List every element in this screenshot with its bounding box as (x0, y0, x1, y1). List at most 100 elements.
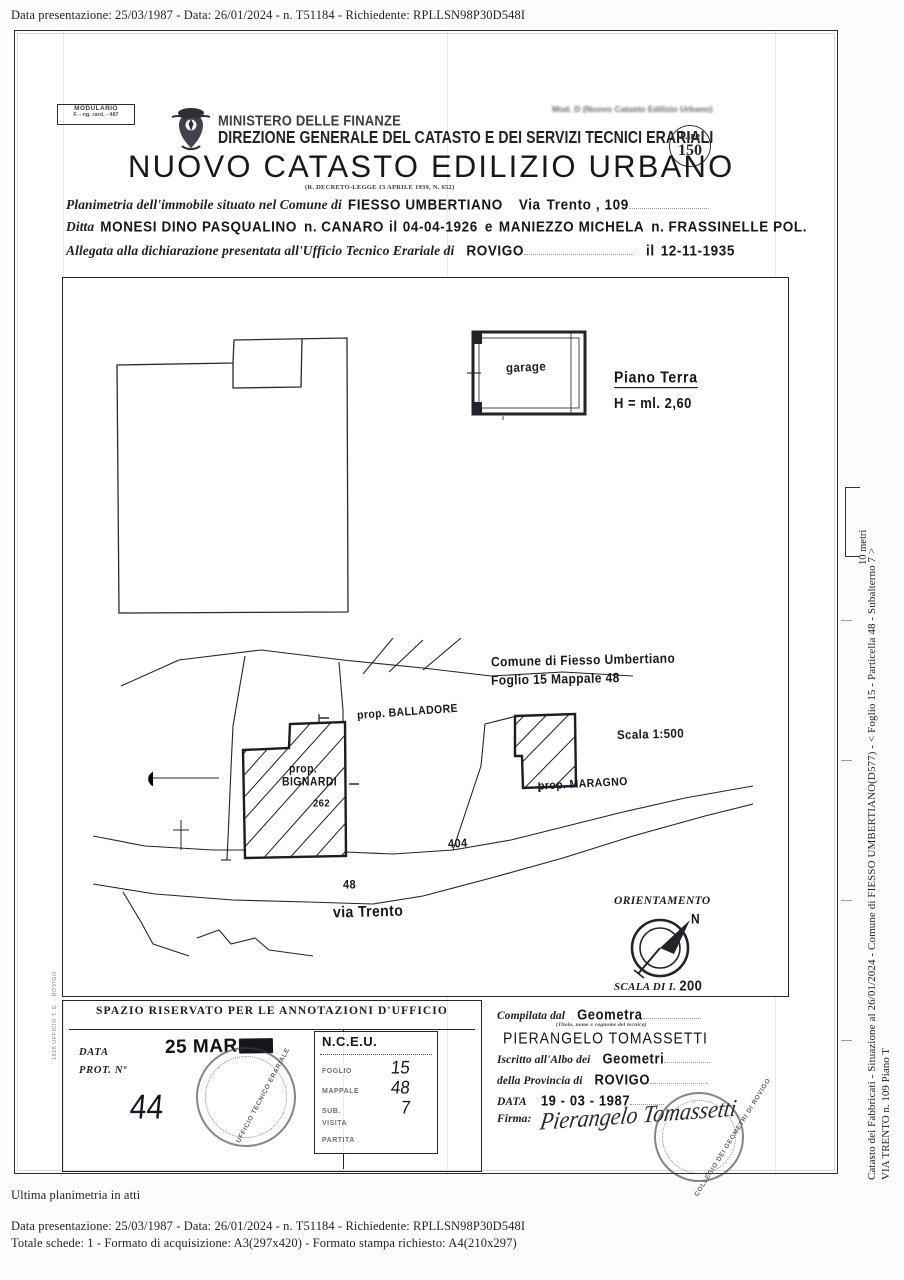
building-48-hatched (241, 714, 359, 860)
orientation-scale: SCALA DI I. 200 (614, 977, 703, 994)
nceu-value: 48 (389, 1077, 412, 1098)
site-foglio-caption: Foglio 15 Mappale 48 (490, 669, 620, 689)
orientation-title: ORIENTAMENTO (614, 895, 711, 907)
lire-stamp: Lire 150 (669, 125, 711, 167)
compiler-row-provincia: della Provincia di ROVIGO (497, 1071, 709, 1088)
scale-bar-label: 10 metri (858, 529, 869, 565)
office-divider-horizontal (69, 1029, 475, 1030)
allegata-date-value: 12-11-1935 (660, 242, 735, 259)
nceu-row: PARTITA (322, 1137, 432, 1144)
parcel-48-label: 48 (343, 878, 357, 892)
nceu-title: N.C.E.U. (322, 1034, 378, 1049)
ditta-label: Ditta (66, 219, 95, 234)
nceu-key: FOGLIO (322, 1068, 352, 1075)
office-round-stamp (196, 1047, 296, 1147)
nceu-row: FOGLIO 15 (322, 1057, 432, 1078)
office-prot-value: 44 (128, 1088, 166, 1127)
albo-label: Iscritto all'Albo dei (497, 1054, 591, 1066)
compiler-data-label: DATA (497, 1096, 527, 1108)
prop-bignardi-label-1: prop. (289, 762, 318, 776)
modulario-line-1: MODULARIO (74, 105, 118, 112)
planimetria-via-value: Trento , 109 (546, 196, 629, 213)
parcel-262-label: 262 (313, 797, 331, 810)
italian-republic-crest-icon (171, 108, 211, 151)
modulario-line-2: F. - ng. rard. - 487 (73, 111, 119, 118)
firma-label: Firma: (497, 1113, 532, 1125)
nceu-table: N.C.E.U. FOGLIO 15 MAPPALE 48 SUB. 7 VIS… (314, 1031, 438, 1154)
right-vertical-caption-2: VIA TRENTO n. 109 Piano T (880, 1047, 892, 1180)
planimetria-label: Planimetria dell'immobile situato nel Co… (66, 197, 342, 212)
compiler-data-value: 19 - 03 - 1987 (540, 1092, 631, 1109)
piano-terra-label: Piano Terra (614, 368, 698, 389)
form-row-planimetria: Planimetria dell'immobile situato nel Co… (66, 196, 709, 213)
form-row-allegata: Allegata alla dichiarazione presentata a… (66, 242, 735, 259)
nceu-row: MAPPALE 48 (322, 1077, 432, 1098)
allegata-label: Allegata alla dichiarazione presentata a… (66, 243, 455, 258)
orientation-scale-label: SCALA DI I. (614, 981, 677, 993)
north-letter-label: N (691, 910, 700, 928)
office-side-print: 1828 UFFICIO T. E. - ROVIGO (52, 971, 58, 1060)
ditta-n-label-2: n. (651, 218, 665, 235)
building-right-hatched (513, 712, 578, 792)
ceiling-height-value: H = ml. 2,60 (614, 395, 692, 412)
ministry-title: MINISTERO DELLE FINANZE (218, 112, 401, 129)
decree-reference: (R. DECRETO-LEGGE 13 APRILE 1939, N. 652… (305, 184, 455, 191)
document-main-title: NUOVO CATASTO EDILIZIO URBANO (128, 148, 735, 185)
form-model-note: Mod. D (Nuovo Catasto Edilizio Urbano) (552, 104, 713, 114)
ditta-n-label-1: n. (303, 218, 318, 235)
direzione-title: DIREZIONE GENERALE DEL CATASTO E DEI SER… (218, 129, 714, 148)
nceu-value: 15 (389, 1057, 412, 1078)
lire-amount: 150 (678, 142, 702, 159)
nceu-key: PARTITA (322, 1137, 355, 1144)
compiler-row-data: DATA 19 - 03 - 1987 (497, 1092, 665, 1109)
modulario-stamp: MODULARIO F. - ng. rard. - 487 (57, 104, 135, 125)
office-prot-label: PROT. Nº (79, 1065, 128, 1076)
allegata-il-label: il (645, 242, 655, 259)
garage-block-drawing (467, 330, 587, 420)
nceu-divider (320, 1054, 432, 1055)
form-row-ditta: Ditta MONESI DINO PASQUALINO n. CANARO i… (66, 218, 807, 235)
scale-bar-graphic (845, 487, 860, 557)
allegata-ufficio-value: ROVIGO (466, 242, 524, 259)
header-metadata-line: Data presentazione: 25/03/1987 - Data: 2… (11, 8, 526, 22)
nceu-key: MAPPALE (322, 1088, 360, 1095)
orientation-scale-value: 200 (679, 977, 703, 994)
surveyor-round-stamp (654, 1092, 744, 1182)
provincia-value: ROVIGO (594, 1071, 651, 1088)
cadastral-site-sketch (93, 638, 753, 957)
ditta-birthdate-1: 04-04-1926 (402, 218, 478, 235)
ditta-name-2: MANIEZZO MICHELA (498, 218, 645, 235)
compiler-row-albo: Iscritto all'Albo dei Geometri (497, 1050, 711, 1067)
ditta-birthplace-1: CANARO (321, 218, 385, 235)
floor-plan-room-outline (116, 337, 349, 614)
ditta-name-1: MONESI DINO PASQUALINO (100, 218, 297, 235)
street-name-label: via Trento (332, 901, 404, 921)
planimetria-comune-value: FIESSO UMBERTIANO (347, 196, 503, 213)
footer-note: Ultima planimetria in atti (11, 1188, 141, 1202)
ditta-il-label-1: il (389, 218, 398, 235)
compiler-row-title: Compilata dal Geometra (497, 1006, 701, 1023)
garage-label: garage (505, 360, 547, 376)
nceu-key: VISITA (322, 1120, 348, 1127)
nceu-row: VISITA (322, 1120, 432, 1127)
nceu-key: SUB. (322, 1108, 341, 1115)
compass-rose-icon (630, 918, 690, 979)
provincia-label: della Provincia di (497, 1075, 583, 1087)
footer-metadata-line-1: Data presentazione: 25/03/1987 - Data: 2… (11, 1219, 526, 1233)
drawing-area: garage Piano Terra H = ml. 2,60 (62, 277, 789, 997)
nceu-value: 7 (399, 1097, 412, 1118)
site-scala-caption: Scala 1:500 (616, 727, 685, 743)
compilata-label: Compilata dal (497, 1010, 566, 1022)
nceu-row: SUB. 7 (322, 1097, 432, 1118)
orientation-block: ORIENTAMENTO (614, 895, 734, 907)
parcel-404-label: 404 (447, 836, 468, 852)
prop-bignardi-label-2: BIGNARDI (282, 775, 338, 789)
ceiling-height-label: H = ml. 2,60 (614, 395, 692, 412)
compilata-value: Geometra (577, 1006, 643, 1023)
planimetria-via-label: Via (518, 196, 541, 213)
office-data-label: DATA (79, 1047, 109, 1058)
compiler-name: PIERANGELO TOMASSETTI (503, 1029, 708, 1047)
right-vertical-caption: Catasto dei Fabbricati - Situazione al 2… (866, 547, 878, 1180)
albo-value: Geometri (602, 1050, 665, 1067)
